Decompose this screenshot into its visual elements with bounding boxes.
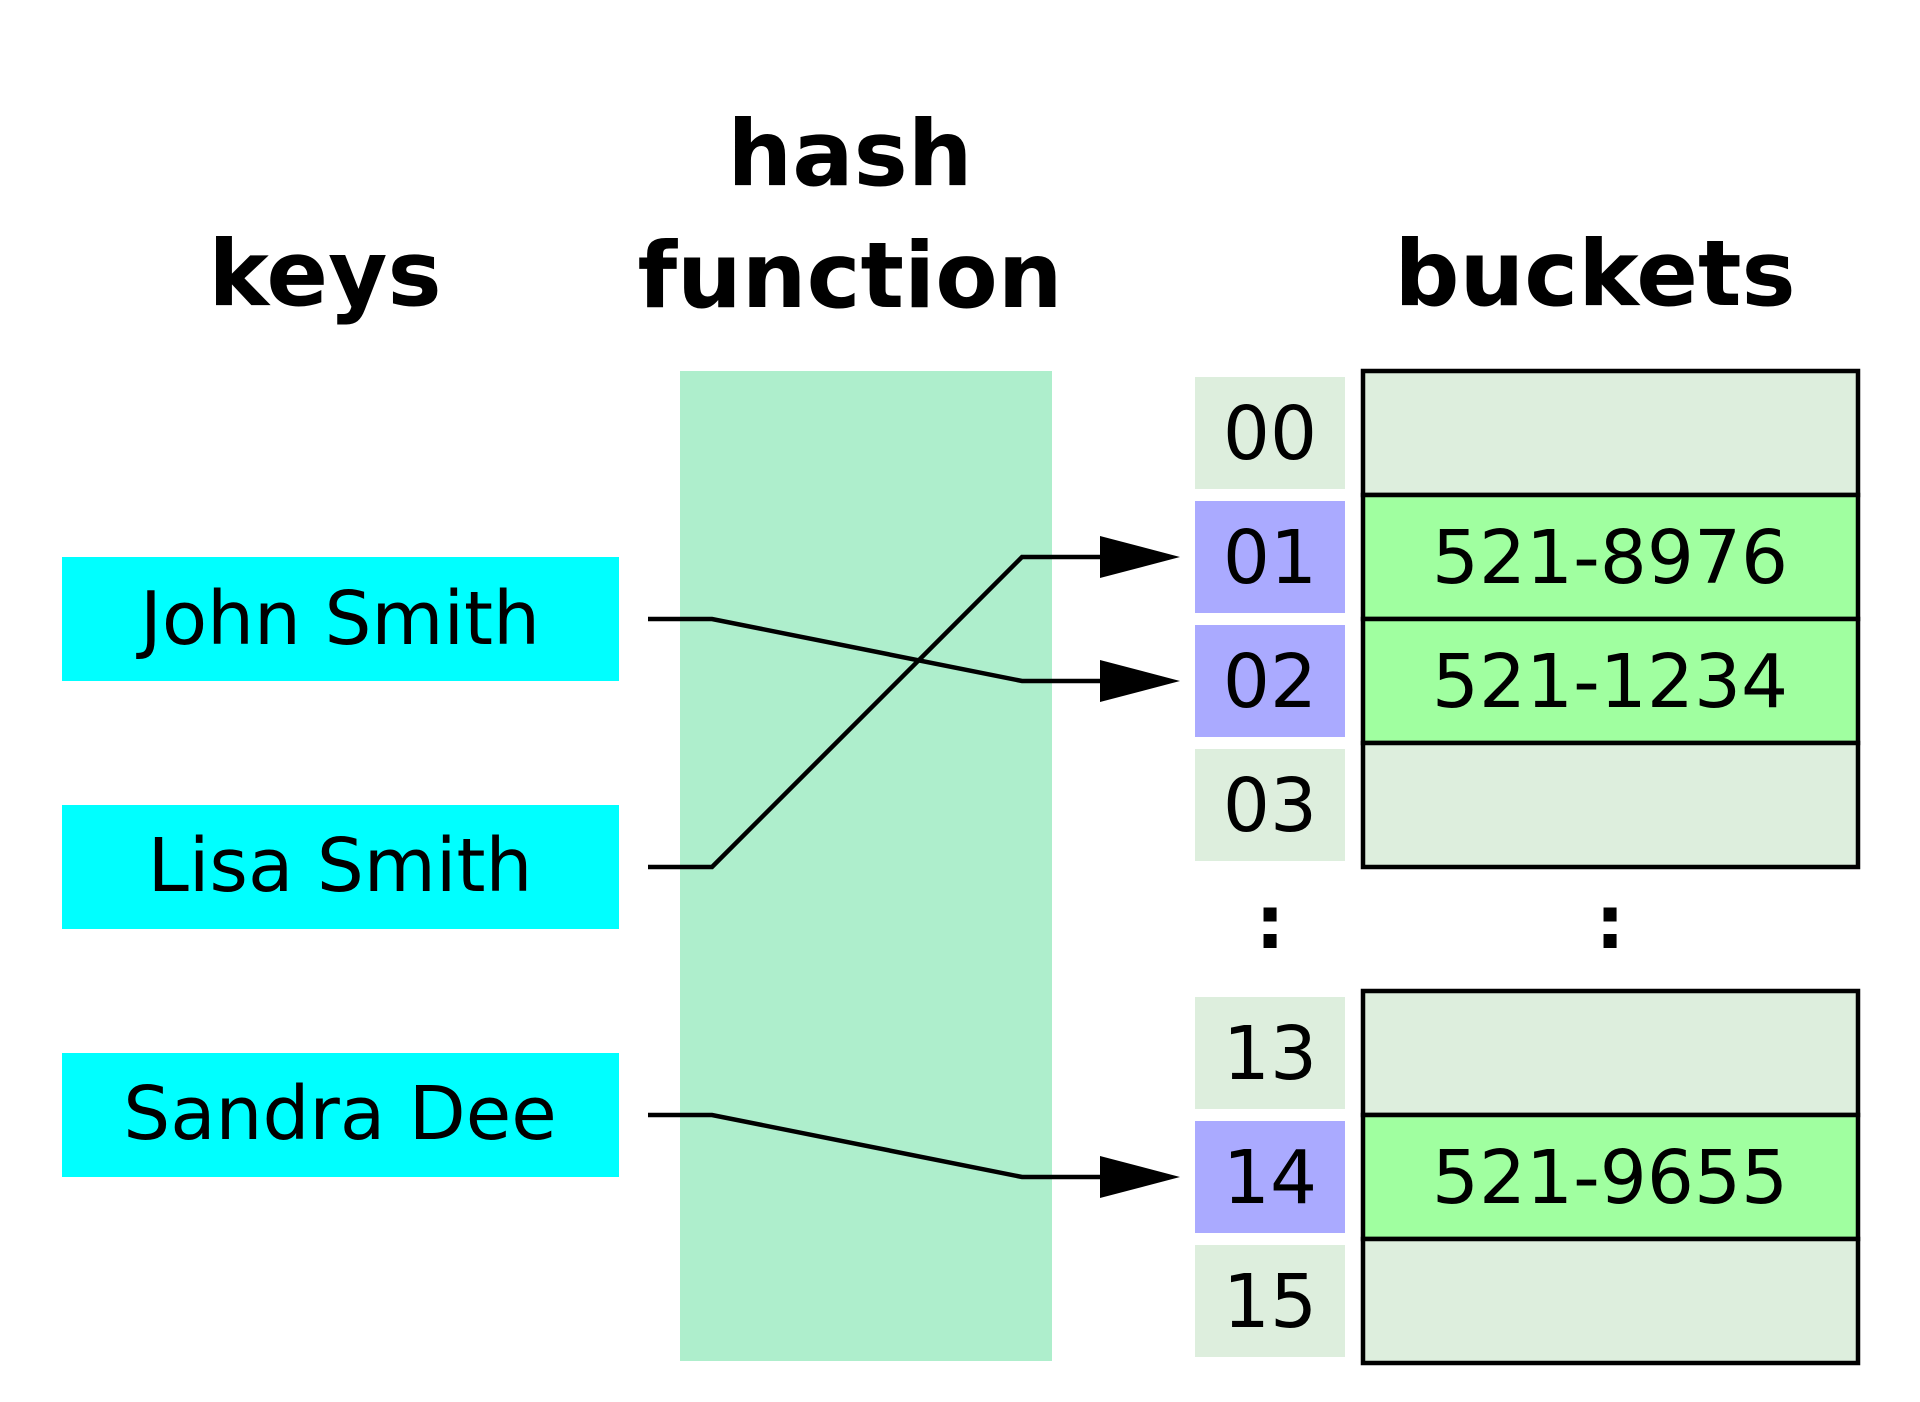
bucket-cell-15 bbox=[1360, 1236, 1861, 1366]
buckets-header: buckets bbox=[1394, 222, 1795, 327]
hash-header-line1: hash bbox=[727, 102, 972, 207]
index-cell-background bbox=[1195, 1245, 1345, 1357]
index-label: 14 bbox=[1223, 1135, 1317, 1221]
key-box-sandra: Sandra Dee bbox=[62, 1053, 619, 1177]
index-label: 02 bbox=[1223, 639, 1317, 725]
index-label: 13 bbox=[1223, 1011, 1317, 1097]
key-box-lisa: Lisa Smith bbox=[62, 805, 619, 929]
key-box-background bbox=[62, 805, 619, 929]
mapping-lisa-to-01 bbox=[648, 536, 1180, 870]
bucket-value: 521-1234 bbox=[1432, 639, 1788, 725]
key-label: John Smith bbox=[136, 576, 540, 662]
hash-header-line2: function bbox=[637, 224, 1062, 329]
index-cell-15: 15 bbox=[1195, 1245, 1345, 1357]
mapping-line bbox=[648, 1112, 1105, 1180]
key-label: Lisa Smith bbox=[148, 823, 533, 909]
bucket-value: 521-8976 bbox=[1432, 515, 1788, 601]
bucket-cell-13 bbox=[1360, 988, 1861, 1118]
index-cell-background bbox=[1195, 997, 1345, 1109]
bucket-cell-background bbox=[1360, 368, 1861, 498]
bucket-cell-00 bbox=[1360, 368, 1861, 498]
bucket-cell-03 bbox=[1360, 740, 1861, 870]
index-cell-background bbox=[1195, 625, 1345, 737]
index-cell-02: 02 bbox=[1195, 625, 1345, 737]
index-ellipsis: : bbox=[1255, 880, 1285, 966]
index-cell-13: 13 bbox=[1195, 997, 1345, 1109]
index-cell-background bbox=[1195, 1121, 1345, 1233]
index-cell-03: 03 bbox=[1195, 749, 1345, 861]
index-label: 00 bbox=[1223, 391, 1317, 477]
bucket-value: 521-9655 bbox=[1432, 1135, 1788, 1221]
key-box-background bbox=[62, 557, 619, 681]
index-label: 01 bbox=[1223, 515, 1317, 601]
index-cell-background bbox=[1195, 749, 1345, 861]
bucket-cell-background bbox=[1360, 1236, 1861, 1366]
bucket-cell-background bbox=[1360, 740, 1861, 870]
key-box-john: John Smith bbox=[62, 557, 619, 681]
hash-function-box bbox=[680, 371, 1052, 1361]
bucket-cell-background bbox=[1360, 616, 1861, 746]
bucket-cell-background bbox=[1360, 988, 1861, 1118]
mapping-john-to-02 bbox=[648, 616, 1180, 702]
bucket-cell-background bbox=[1360, 1112, 1861, 1242]
index-cell-background bbox=[1195, 501, 1345, 613]
index-cell-14: 14 bbox=[1195, 1121, 1345, 1233]
index-label: 15 bbox=[1223, 1259, 1317, 1345]
key-label: Sandra Dee bbox=[123, 1071, 557, 1157]
index-cell-01: 01 bbox=[1195, 501, 1345, 613]
bucket-cell-01: 521-8976 bbox=[1360, 492, 1861, 622]
bucket-cell-02: 521-1234 bbox=[1360, 616, 1861, 746]
index-cell-background bbox=[1195, 377, 1345, 489]
mapping-line bbox=[648, 616, 1105, 684]
arrowhead-icon bbox=[1100, 536, 1180, 578]
bucket-cell-14: 521-9655 bbox=[1360, 1112, 1861, 1242]
keys-header: keys bbox=[208, 222, 441, 327]
key-box-background bbox=[62, 1053, 619, 1177]
mapping-sandra-to-14 bbox=[648, 1112, 1180, 1198]
index-cell-00: 00 bbox=[1195, 377, 1345, 489]
bucket-cell-background bbox=[1360, 492, 1861, 622]
index-label: 03 bbox=[1223, 763, 1317, 849]
arrowhead-icon bbox=[1100, 660, 1180, 702]
arrowhead-icon bbox=[1100, 1156, 1180, 1198]
mapping-line bbox=[648, 554, 1105, 870]
bucket-ellipsis: : bbox=[1595, 880, 1625, 966]
